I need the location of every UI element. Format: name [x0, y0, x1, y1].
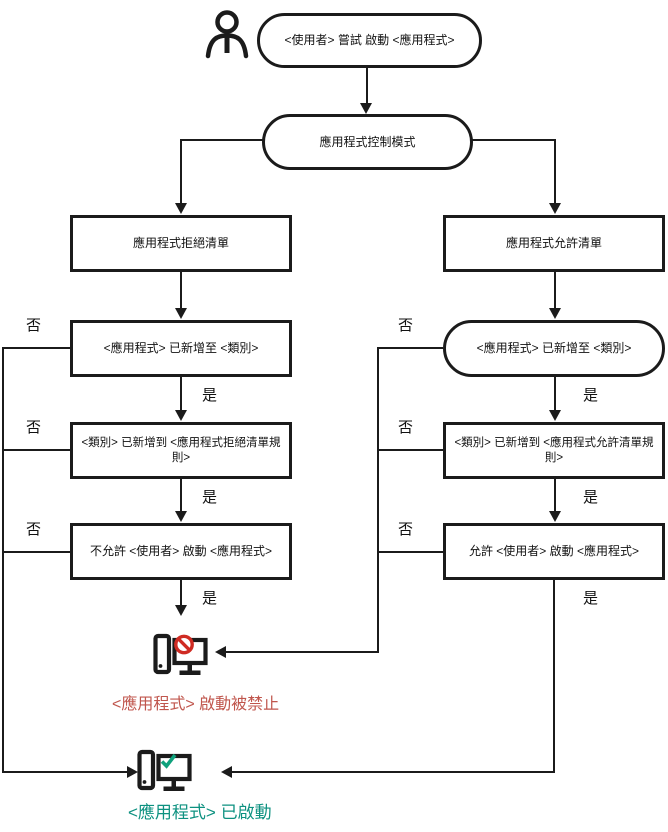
computer-prohibition-icon	[153, 633, 208, 675]
connector-line	[378, 551, 443, 553]
yes-label: 是	[202, 489, 218, 506]
arrowhead	[175, 308, 187, 319]
connector-line	[180, 580, 182, 606]
denylist-step-2: <類別> 已新增到 <應用程式拒絕清單規則>	[70, 422, 292, 479]
mode-label: 應用程式控制模式	[319, 134, 416, 149]
blocked-result-label: <應用程式> 啟動被禁止	[112, 696, 280, 713]
connector-line	[232, 771, 555, 773]
connector-line	[554, 377, 556, 412]
arrowhead	[221, 766, 232, 778]
denylist-step-1: <應用程式> 已新增至 <類別>	[70, 320, 292, 377]
start-node: <使用者> 嘗試 啟動 <應用程式>	[257, 13, 482, 68]
allowlist-step-3: 允許 <使用者> 啟動 <應用程式>	[443, 523, 665, 580]
no-label: 否	[398, 419, 414, 436]
connector-line	[554, 479, 556, 513]
arrowhead	[215, 646, 226, 658]
connector-line	[180, 139, 182, 205]
mode-node: 應用程式控制模式	[262, 114, 473, 170]
yes-label: 是	[202, 387, 218, 404]
yes-label: 是	[583, 590, 599, 607]
connector-line	[378, 347, 443, 349]
person-icon	[205, 10, 249, 59]
arrowhead	[549, 511, 561, 522]
allowlist-step-1: <應用程式> 已新增至 <類別>	[443, 320, 665, 377]
yes-label: 是	[583, 387, 599, 404]
connector-line	[377, 347, 379, 653]
connector-line	[3, 449, 70, 451]
connector-line	[3, 551, 70, 553]
connector-line	[180, 479, 182, 513]
denylist-step-2-label: <類別> 已新增到 <應用程式拒絕清單規則>	[81, 437, 281, 464]
arrowhead	[549, 308, 561, 319]
connector-line	[553, 580, 555, 773]
arrowhead	[175, 605, 187, 616]
allowlist-step-1-label: <應用程式> 已新增至 <類別>	[476, 341, 632, 355]
yes-label: 是	[583, 489, 599, 506]
no-label: 否	[26, 317, 42, 334]
denylist-title: 應用程式拒絕清單	[132, 236, 229, 250]
connector-line	[226, 651, 379, 653]
no-label: 否	[26, 419, 42, 436]
denylist-step-1-label: <應用程式> 已新增至 <類別>	[103, 341, 259, 355]
allowlist-title: 應用程式允許清單	[505, 236, 602, 250]
allowlist-step-2-label: <類別> 已新增到 <應用程式允許清單規則>	[454, 437, 654, 464]
no-label: 否	[26, 521, 42, 538]
arrowhead	[549, 203, 561, 214]
connector-line	[554, 139, 556, 205]
arrowhead	[127, 766, 138, 778]
denylist-header-node: 應用程式拒絕清單	[70, 215, 292, 272]
connector-line	[180, 272, 182, 310]
connector-line	[2, 347, 4, 773]
start-label: <使用者> 嘗試 啟動 <應用程式>	[284, 33, 455, 47]
connector-line	[468, 139, 556, 141]
connector-line	[554, 272, 556, 310]
connector-line	[378, 449, 443, 451]
no-label: 否	[398, 317, 414, 334]
allowlist-step-2: <類別> 已新增到 <應用程式允許清單規則>	[443, 422, 665, 479]
started-result-label: <應用程式> 已啟動	[128, 803, 272, 822]
connector-line	[2, 771, 128, 773]
denylist-step-3: 不允許 <使用者> 啟動 <應用程式>	[70, 523, 292, 580]
allowlist-step-3-label: 允許 <使用者> 啟動 <應用程式>	[468, 544, 640, 558]
yes-label: 是	[202, 590, 218, 607]
connector-line	[180, 377, 182, 412]
allowlist-header-node: 應用程式允許清單	[443, 215, 665, 272]
arrowhead	[175, 511, 187, 522]
connector-line	[181, 139, 269, 141]
arrowhead	[175, 203, 187, 214]
denylist-step-3-label: 不允許 <使用者> 啟動 <應用程式>	[89, 544, 273, 558]
computer-check-icon	[137, 749, 192, 791]
arrowhead	[175, 410, 187, 421]
connector-line	[3, 347, 70, 349]
no-label: 否	[398, 521, 414, 538]
arrowhead	[549, 410, 561, 421]
arrowhead	[360, 103, 372, 114]
connector-line	[366, 64, 368, 108]
